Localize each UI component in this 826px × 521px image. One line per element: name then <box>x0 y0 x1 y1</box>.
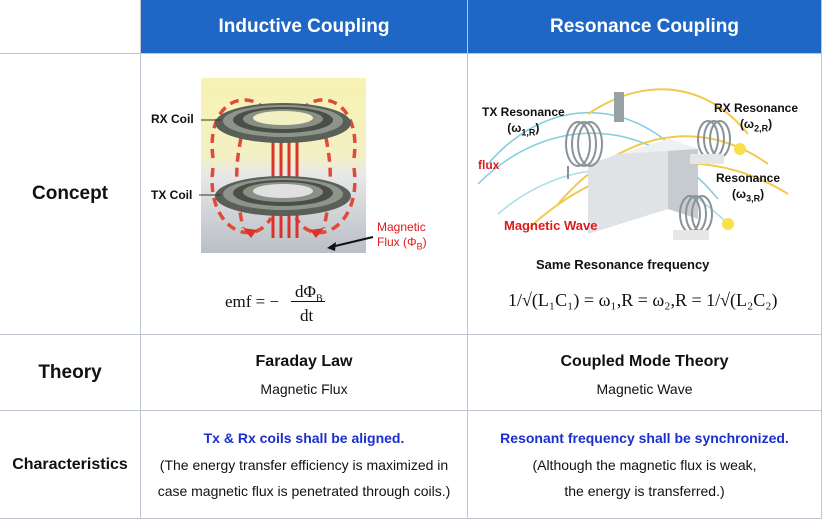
magnetic-flux-label: Magnetic Flux (ΦB) <box>377 220 427 252</box>
inductive-characteristics-cell: Tx & Rx coils shall be aligned. (The ene… <box>141 411 468 519</box>
inductive-concept-cell: RX Coil TX Coil Magnetic Flux (ΦB) emf =… <box>141 54 468 335</box>
tx-coil-label: TX Coil <box>151 188 193 202</box>
inductive-theory-cell: Faraday Law Magnetic Flux <box>141 335 468 411</box>
tx-coil-shape <box>215 176 351 216</box>
row-label-theory: Theory <box>0 335 141 411</box>
inductive-characteristic-highlight: Tx & Rx coils shall be aligned. <box>203 430 405 446</box>
tx-resonance-label: TX Resonance (ω1,R) <box>482 105 565 138</box>
rx-bulb-icon <box>734 143 746 155</box>
resonance-formula: 1/√(L₁C₁) = ω₁,R = ω₂,R = 1/√(L₂C₂) <box>508 290 778 310</box>
resonance-characteristic-highlight: Resonant frequency shall be synchronized… <box>500 430 789 446</box>
third-bulb-icon <box>722 218 734 230</box>
same-resonance-frequency-label: Same Resonance frequency <box>536 257 710 272</box>
flux-label: flux <box>478 158 500 172</box>
magnetic-flux-subtitle: Magnetic Flux <box>260 381 348 397</box>
resonance-characteristic-line-1: (Although the magnetic flux is weak, <box>532 457 757 473</box>
coupled-mode-theory-title: Coupled Mode Theory <box>560 353 729 370</box>
resonance-label: Resonance (ω3,R) <box>716 171 781 204</box>
rx-coil-shape <box>215 103 351 143</box>
rx-resonance-label: RX Resonance (ω2,R) <box>714 101 799 134</box>
row-label-characteristics: Characteristics <box>0 411 141 519</box>
inductive-characteristic-line-1: (The energy transfer efficiency is maxim… <box>159 457 449 473</box>
header-inductive-coupling: Inductive Coupling <box>141 0 468 54</box>
header-corner <box>0 0 141 54</box>
header-resonance-coupling: Resonance Coupling <box>468 0 822 54</box>
tx-resonator-icon <box>565 121 603 179</box>
magnetic-wave-label: Magnetic Wave <box>504 218 598 233</box>
row-label-concept: Concept <box>0 54 141 335</box>
resonance-theory-cell: Coupled Mode Theory Magnetic Wave <box>468 335 822 411</box>
resonance-characteristic-line-2: the energy is transferred.) <box>564 483 725 499</box>
faraday-law-title: Faraday Law <box>255 353 353 370</box>
resonance-characteristics-cell: Resonant frequency shall be synchronized… <box>468 411 822 519</box>
resonance-diagram <box>477 88 789 240</box>
rx-coil-label: RX Coil <box>151 112 194 126</box>
inductive-characteristic-line-2: case magnetic flux is penetrated through… <box>157 483 451 499</box>
inductive-coil-diagram <box>201 78 366 253</box>
magnetic-wave-subtitle: Magnetic Wave <box>596 381 693 397</box>
resonance-concept-cell: TX Resonance (ω1,R) RX Resonance (ω2,R) … <box>468 54 822 335</box>
leader-lines <box>199 119 374 251</box>
